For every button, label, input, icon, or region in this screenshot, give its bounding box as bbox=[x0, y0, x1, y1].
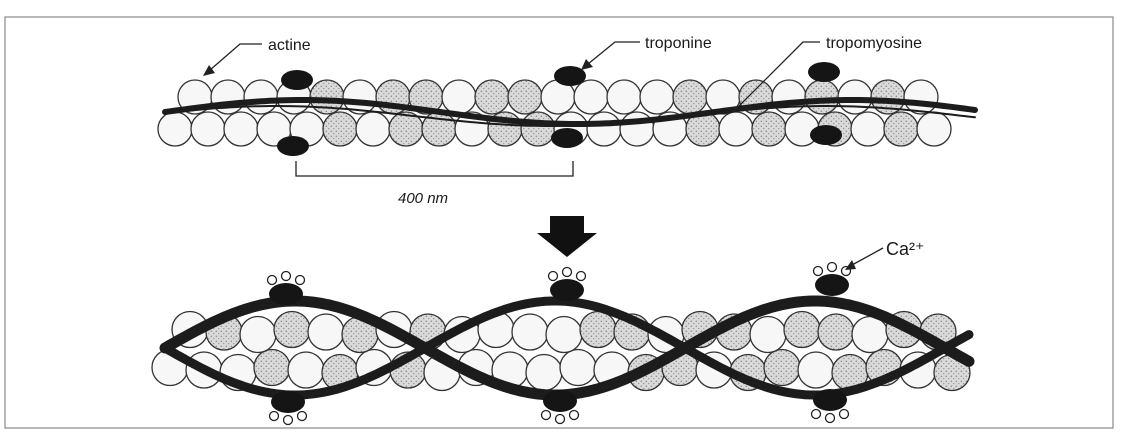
actin-monomer bbox=[784, 312, 820, 348]
actin-monomer bbox=[546, 317, 582, 353]
actin-monomer bbox=[323, 112, 357, 146]
calcium-ion bbox=[814, 267, 823, 276]
troponin-complex bbox=[550, 279, 584, 301]
actin-monomer bbox=[818, 314, 854, 350]
actin-monomer bbox=[274, 312, 310, 348]
actin-monomer bbox=[640, 80, 674, 114]
actin-monomer bbox=[884, 112, 918, 146]
troponin-complex bbox=[813, 389, 847, 411]
actin-monomer bbox=[620, 112, 654, 146]
actin-monomer bbox=[904, 80, 938, 114]
activated-filament bbox=[152, 263, 970, 425]
actin-monomer bbox=[752, 112, 786, 146]
actin-monomer bbox=[308, 314, 344, 350]
calcium-ion bbox=[563, 268, 572, 277]
actin-monomer bbox=[356, 112, 390, 146]
troponin-complex bbox=[277, 136, 309, 156]
calcium-ion bbox=[542, 411, 551, 420]
actin-monomer bbox=[719, 112, 753, 146]
actin-monomer bbox=[254, 350, 290, 386]
actin-monomer bbox=[574, 80, 608, 114]
distance-label: 400 nm bbox=[398, 190, 448, 207]
actin-monomer bbox=[288, 352, 324, 388]
resting-filament bbox=[158, 62, 975, 156]
actin-monomer bbox=[158, 112, 192, 146]
calcium-ion bbox=[828, 263, 837, 272]
distance-bracket bbox=[296, 161, 573, 176]
actin-monomer bbox=[512, 314, 548, 350]
actin-monomer bbox=[917, 112, 951, 146]
troponin-complex bbox=[543, 390, 577, 412]
troponine-leader bbox=[588, 42, 640, 64]
actin-monomer bbox=[852, 317, 888, 353]
actin-monomer bbox=[560, 350, 596, 386]
calcium-ion bbox=[284, 416, 293, 425]
actin-monomers-activated bbox=[152, 312, 970, 391]
actin-monomer bbox=[508, 80, 542, 114]
troponin-complex bbox=[271, 391, 305, 413]
calcium-arrowhead bbox=[845, 260, 856, 270]
troponine-label: troponine bbox=[645, 35, 712, 52]
calcium-ion bbox=[268, 276, 277, 285]
actin-monomer bbox=[240, 317, 276, 353]
actin-monomer bbox=[244, 80, 278, 114]
calcium-ion bbox=[270, 412, 279, 421]
actin-monomer bbox=[521, 112, 555, 146]
actin-monomer bbox=[750, 317, 786, 353]
troponin-complex bbox=[815, 274, 849, 296]
calcium-ion bbox=[812, 410, 821, 419]
troponin-complex bbox=[808, 62, 840, 82]
actin-monomer bbox=[798, 352, 834, 388]
actine-leader bbox=[210, 44, 262, 70]
calcium-ion bbox=[577, 272, 586, 281]
actin-monomer bbox=[580, 312, 616, 348]
actin-monomer bbox=[851, 112, 885, 146]
actin-monomer bbox=[772, 80, 806, 114]
transition-arrow bbox=[537, 216, 597, 257]
actin-monomer bbox=[607, 80, 641, 114]
calcium-ion bbox=[840, 410, 849, 419]
tropomyosine-label: tropomyosine bbox=[826, 35, 922, 52]
actin-monomer bbox=[805, 80, 839, 114]
actin-monomer bbox=[526, 355, 562, 391]
actin-monomer bbox=[587, 112, 621, 146]
actin-monomer bbox=[442, 80, 476, 114]
troponin-complex bbox=[810, 125, 842, 145]
troponin-complex bbox=[551, 128, 583, 148]
calcium-ion bbox=[298, 412, 307, 421]
calcium-ion bbox=[570, 411, 579, 420]
troponin-complex bbox=[269, 283, 303, 305]
actin-monomer bbox=[191, 112, 225, 146]
calcium-label: Ca²⁺ bbox=[886, 239, 925, 259]
troponin-complex bbox=[281, 70, 313, 90]
calcium-ion bbox=[296, 276, 305, 285]
calcium-ion bbox=[556, 415, 565, 424]
actin-monomer bbox=[764, 350, 800, 386]
actin-monomer bbox=[224, 112, 258, 146]
actin-monomer bbox=[673, 80, 707, 114]
calcium-ion bbox=[826, 414, 835, 423]
calcium-ion bbox=[549, 272, 558, 281]
actin-monomer bbox=[475, 80, 509, 114]
actine-label: actine bbox=[268, 37, 311, 54]
calcium-ion bbox=[282, 272, 291, 281]
calcium-leader bbox=[852, 248, 883, 265]
troponin-complex bbox=[554, 66, 586, 86]
